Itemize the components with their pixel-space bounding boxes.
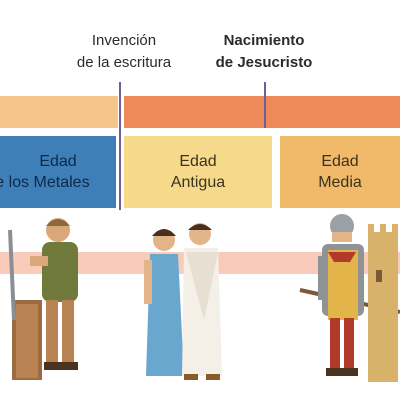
event-writing-label: Invención de la escritura: [66, 30, 182, 74]
era-media: Edad Media: [280, 136, 400, 208]
era-metales-line2: de los Metales: [0, 174, 90, 191]
christ-marker: [264, 82, 266, 128]
writing-marker: [119, 82, 121, 210]
timeline-bar-history: [124, 96, 400, 128]
era-antigua-line2: Antigua: [170, 174, 226, 191]
medieval-soldier-figure: [299, 214, 400, 376]
ancient-couple-figure: [144, 223, 222, 380]
event-writing-line2: de la escritura: [76, 54, 172, 71]
event-writing-line1: Invención: [91, 32, 157, 49]
event-christ-line1: Nacimiento: [223, 32, 305, 49]
era-antigua: Edad Antigua: [124, 136, 272, 208]
event-christ-line2: de Jesucristo: [215, 54, 313, 71]
era-media-line1: Edad: [321, 153, 359, 170]
era-metales-line1: Edad: [39, 153, 77, 170]
figures-illustration: [0, 214, 400, 382]
era-antigua-line1: Edad: [179, 153, 217, 170]
event-christ-label: Nacimiento de Jesucristo: [200, 30, 328, 74]
timeline-bar-prehistory: [0, 96, 118, 128]
castle-tower-icon: [368, 224, 398, 382]
era-media-line2: Media: [318, 174, 362, 191]
metalworker-figure: [8, 218, 78, 380]
era-metales: Edad de los Metales: [0, 136, 116, 208]
